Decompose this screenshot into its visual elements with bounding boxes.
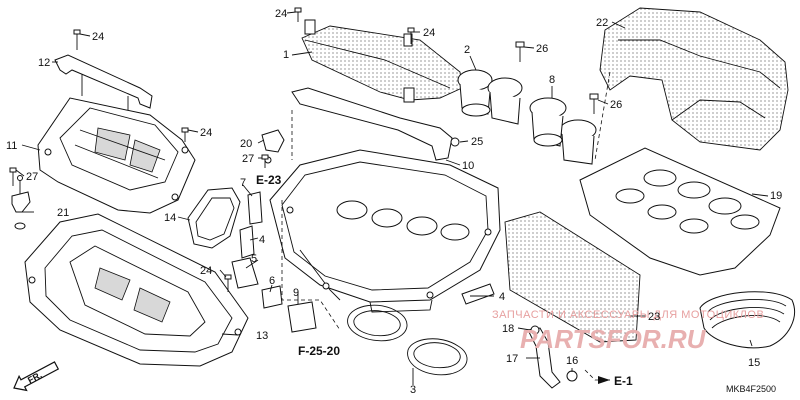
callout-2: 2 <box>464 44 470 56</box>
part-13-lower-housing <box>24 213 249 367</box>
callout-5: 5 <box>251 253 257 265</box>
part-3-gaskets <box>347 304 468 376</box>
callout-9: 9 <box>293 287 299 299</box>
callout-10: 10 <box>462 160 474 172</box>
ref-f2520: F-25-20 <box>298 344 340 358</box>
part-12-bracket <box>54 54 153 114</box>
leader-lines <box>15 11 769 385</box>
ref-e23: E-23 <box>256 173 282 187</box>
callout-15: 15 <box>748 357 760 369</box>
callout-24a: 24 <box>92 31 104 43</box>
part-23-element <box>504 211 641 343</box>
part-2-funnels <box>457 69 523 125</box>
e1-arrow-icon <box>598 376 610 384</box>
callout-20: 20 <box>240 138 252 150</box>
callout-23: 23 <box>648 311 660 323</box>
part-1-top-cover <box>301 19 463 103</box>
part-19-plate <box>579 147 781 276</box>
callouts: 1 2 3 4 4 5 6 7 8 9 10 11 12 13 14 15 16… <box>6 8 782 396</box>
callout-12: 12 <box>38 57 50 69</box>
callout-27b: 27 <box>26 171 38 183</box>
ref-e1: E-1 <box>614 374 633 388</box>
watermark-logo: PARTSFOR.RU <box>520 324 707 354</box>
part-17-tube <box>527 325 561 389</box>
watermark: ЗАПЧАСТИ И АКСЕССУАРЫ ДЛЯ МОТОЦИКЛОВ PAR… <box>492 309 764 354</box>
part-16-clip <box>566 370 578 382</box>
callout-16: 16 <box>566 355 578 367</box>
front-arrow-icon: FR. <box>13 361 60 392</box>
callout-14: 14 <box>164 212 176 224</box>
callout-18: 18 <box>502 323 514 335</box>
callout-24d: 24 <box>200 127 212 139</box>
part-10-seal <box>291 87 453 161</box>
callout-25: 25 <box>471 136 483 148</box>
callout-24c: 24 <box>423 27 435 39</box>
callout-22: 22 <box>596 17 608 29</box>
reference-labels: E-23 F-25-20 E-1 <box>256 173 633 388</box>
callout-21: 21 <box>57 207 69 219</box>
callout-19: 19 <box>770 190 782 202</box>
part-21-bracket <box>11 175 31 230</box>
part-22-cover <box>599 7 789 151</box>
callout-24e: 24 <box>200 265 212 277</box>
callout-1: 1 <box>283 49 289 61</box>
main-airbox-body <box>269 149 501 313</box>
callout-4a: 4 <box>499 291 505 303</box>
callout-4b: 4 <box>259 234 265 246</box>
callout-17: 17 <box>506 353 518 365</box>
part-8-funnels <box>529 97 597 165</box>
bolts <box>9 7 599 292</box>
part-11-upper-housing <box>37 97 196 214</box>
part-14-intake-duct <box>187 187 241 249</box>
small-pads <box>231 191 495 333</box>
callout-26b: 26 <box>610 99 622 111</box>
callout-3: 3 <box>410 384 416 396</box>
callout-26a: 26 <box>536 43 548 55</box>
callout-27a: 27 <box>242 153 254 165</box>
part-15-boot <box>699 291 795 349</box>
watermark-text: ЗАПЧАСТИ И АКСЕССУАРЫ ДЛЯ МОТОЦИКЛОВ <box>492 309 764 321</box>
callout-13: 13 <box>256 330 268 342</box>
callout-24b: 24 <box>275 8 287 20</box>
callout-11: 11 <box>6 140 17 152</box>
callout-8: 8 <box>549 74 555 86</box>
callout-7: 7 <box>240 177 246 189</box>
diagram-code: MKB4F2500 <box>726 384 776 394</box>
callout-6: 6 <box>269 275 275 287</box>
